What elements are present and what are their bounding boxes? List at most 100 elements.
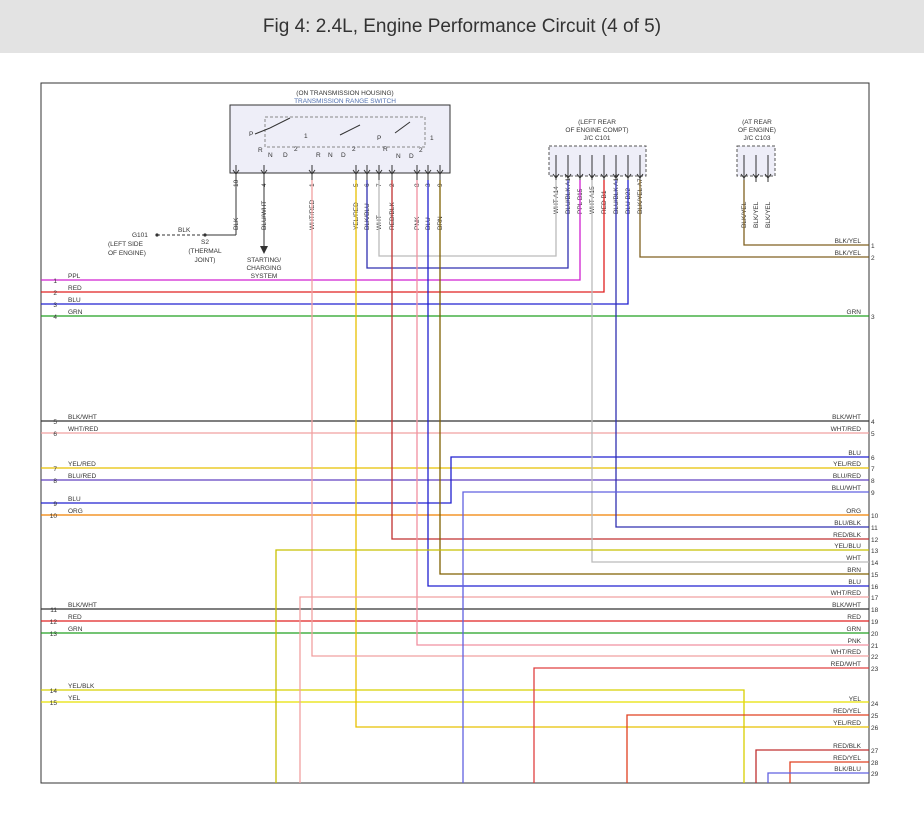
right-pin-label-4: WHT/RED bbox=[831, 426, 862, 433]
switch-pins: 10BLK4BLU/WHT1WHT/RED5YEL/RED6BLK/BLU7WH… bbox=[232, 165, 444, 230]
wire-blu bbox=[41, 180, 629, 305]
right-pin-number-20: 20 bbox=[871, 631, 879, 638]
right-pin-label-13: WHT bbox=[846, 555, 861, 562]
switch-pin-chevron-5 bbox=[375, 169, 383, 175]
c101-pin-chevron-7 bbox=[636, 173, 644, 179]
wires bbox=[41, 180, 869, 783]
right-pin-number-11: 11 bbox=[871, 525, 878, 532]
right-pin-label-25: YEL/RED bbox=[833, 720, 861, 727]
right-pin-label-1: BLK/YEL bbox=[835, 250, 862, 257]
right-pin-number-1: 1 bbox=[871, 243, 875, 250]
switch-contact-mid-3: 2 bbox=[352, 146, 356, 153]
starting-charging-system: STARTING/ CHARGING SYSTEM bbox=[246, 180, 282, 280]
c103-label-1: (AT REAR bbox=[742, 119, 772, 126]
wire-blu-blk-11 bbox=[615, 180, 869, 528]
right-pin-number-10: 10 bbox=[871, 513, 879, 520]
right-pin-label-27: RED/YEL bbox=[833, 755, 861, 762]
left-pin-number-13: 13 bbox=[50, 631, 58, 638]
right-pin-number-24: 24 bbox=[871, 701, 879, 708]
right-pin-number-22: 22 bbox=[871, 654, 879, 661]
wire-blu-6 bbox=[41, 456, 869, 504]
switch-contact-left-2: N bbox=[268, 152, 273, 159]
left-pin-label-9: BLU bbox=[68, 496, 81, 503]
wire-brn-15 bbox=[439, 180, 869, 575]
left-pin-number-1: 1 bbox=[53, 278, 57, 285]
left-pin-number-2: 2 bbox=[53, 290, 57, 297]
right-pin-label-15: BLU bbox=[848, 579, 861, 586]
right-pin-number-2: 2 bbox=[871, 255, 875, 262]
c103-pin-label-2: BLK/YEL bbox=[765, 201, 772, 228]
wire-blk-yel-1 bbox=[743, 180, 869, 246]
right-pin-number-7: 7 bbox=[871, 466, 875, 473]
right-pin-number-23: 23 bbox=[871, 666, 879, 673]
switch-contact-mid-2: D bbox=[341, 152, 346, 159]
switch-contact-mid-1: N bbox=[328, 152, 333, 159]
switch-inner bbox=[264, 116, 426, 148]
wire-wht-14 bbox=[591, 180, 869, 563]
starting-label-1: STARTING/ bbox=[247, 257, 281, 264]
left-pin-label-14: YEL/BLK bbox=[68, 683, 95, 690]
right-pin-label-2: GRN bbox=[847, 309, 862, 316]
right-pin-number-18: 18 bbox=[871, 607, 879, 614]
c103-pin-chevron-1 bbox=[752, 173, 760, 179]
switch-body bbox=[229, 104, 451, 174]
c101-label-2: OF ENGINE COMPT) bbox=[565, 127, 628, 134]
right-pin-number-12: 12 bbox=[871, 537, 879, 544]
right-pin-number-8: 8 bbox=[871, 478, 875, 485]
right-pin-number-6: 6 bbox=[871, 455, 875, 462]
splice-desc-1: (THERMAL bbox=[188, 248, 222, 255]
ground-node bbox=[155, 233, 159, 237]
left-pin-label-12: RED bbox=[68, 614, 82, 621]
switch-contact-right-1: R bbox=[383, 146, 388, 153]
ground-wire-label: BLK bbox=[178, 227, 191, 234]
left-pin-label-10: ORG bbox=[68, 508, 83, 515]
switch-pin-chevron-0 bbox=[232, 169, 240, 175]
left-pin-number-8: 8 bbox=[53, 478, 57, 485]
right-pin-label-20: PNK bbox=[848, 638, 862, 645]
switch-pin-chevron-1 bbox=[260, 169, 268, 175]
right-pin-label-16: WHT/RED bbox=[831, 590, 862, 597]
right-pin-number-14: 14 bbox=[871, 560, 879, 567]
left-pin-label-8: BLU/RED bbox=[68, 473, 96, 480]
left-connector-pins: 1PPL2RED3BLU4GRN5BLK/WHT6WHT/RED7YEL/RED… bbox=[50, 273, 99, 707]
switch-contact-right-5: 1 bbox=[430, 135, 434, 142]
switch-contact-left-5: 1 bbox=[304, 133, 308, 140]
left-pin-label-2: RED bbox=[68, 285, 82, 292]
c101-label-3: J/C C101 bbox=[583, 135, 610, 142]
right-pin-number-13: 13 bbox=[871, 548, 879, 555]
right-pin-number-4: 4 bbox=[871, 419, 875, 426]
ground-g101: G101 BLK (LEFT SIDE OF ENGINE) S2 (THERM… bbox=[108, 180, 237, 264]
left-pin-label-11: BLK/WHT bbox=[68, 602, 97, 609]
right-pin-label-22: RED/WHT bbox=[831, 661, 861, 668]
right-pin-label-28: BLK/BLU bbox=[834, 766, 861, 773]
left-pin-label-15: YEL bbox=[68, 695, 81, 702]
right-pin-number-29: 29 bbox=[871, 771, 879, 778]
c101-label-1: (LEFT REAR bbox=[578, 119, 616, 126]
right-pin-label-8: BLU/WHT bbox=[832, 485, 861, 492]
wire-red-blk-12 bbox=[391, 180, 869, 540]
switch-pin-chevron-9 bbox=[436, 169, 444, 175]
c101-pin-chevron-6 bbox=[624, 173, 632, 179]
c101-pin-chevron-3 bbox=[588, 173, 596, 179]
left-pin-label-4: GRN bbox=[68, 309, 83, 316]
wire-yel-blu-13 bbox=[275, 549, 869, 783]
switch-pin-chevron-4 bbox=[363, 169, 371, 175]
splice-desc-2: JOINT) bbox=[195, 257, 216, 264]
left-pin-label-3: BLU bbox=[68, 297, 81, 304]
right-pin-number-5: 5 bbox=[871, 431, 875, 438]
right-pin-label-12: YEL/BLU bbox=[834, 543, 861, 550]
wire-blk-blu-loop bbox=[366, 180, 569, 269]
left-pin-label-6: WHT/RED bbox=[68, 426, 99, 433]
switch-label-name: TRANSMISSION RANGE SWITCH bbox=[294, 98, 396, 105]
page-header: Fig 4: 2.4L, Engine Performance Circuit … bbox=[0, 0, 924, 53]
wire-blk-yel-2 bbox=[639, 180, 869, 258]
right-pin-number-21: 21 bbox=[871, 643, 879, 650]
right-pin-number-16: 16 bbox=[871, 584, 879, 591]
left-pin-number-5: 5 bbox=[53, 419, 57, 426]
right-pin-label-26: RED/BLK bbox=[833, 743, 861, 750]
wire-red bbox=[41, 180, 605, 293]
right-pin-number-17: 17 bbox=[871, 595, 879, 602]
right-pin-label-9: ORG bbox=[846, 508, 861, 515]
right-pin-number-25: 25 bbox=[871, 713, 879, 720]
wire-yel-blk bbox=[41, 689, 745, 783]
